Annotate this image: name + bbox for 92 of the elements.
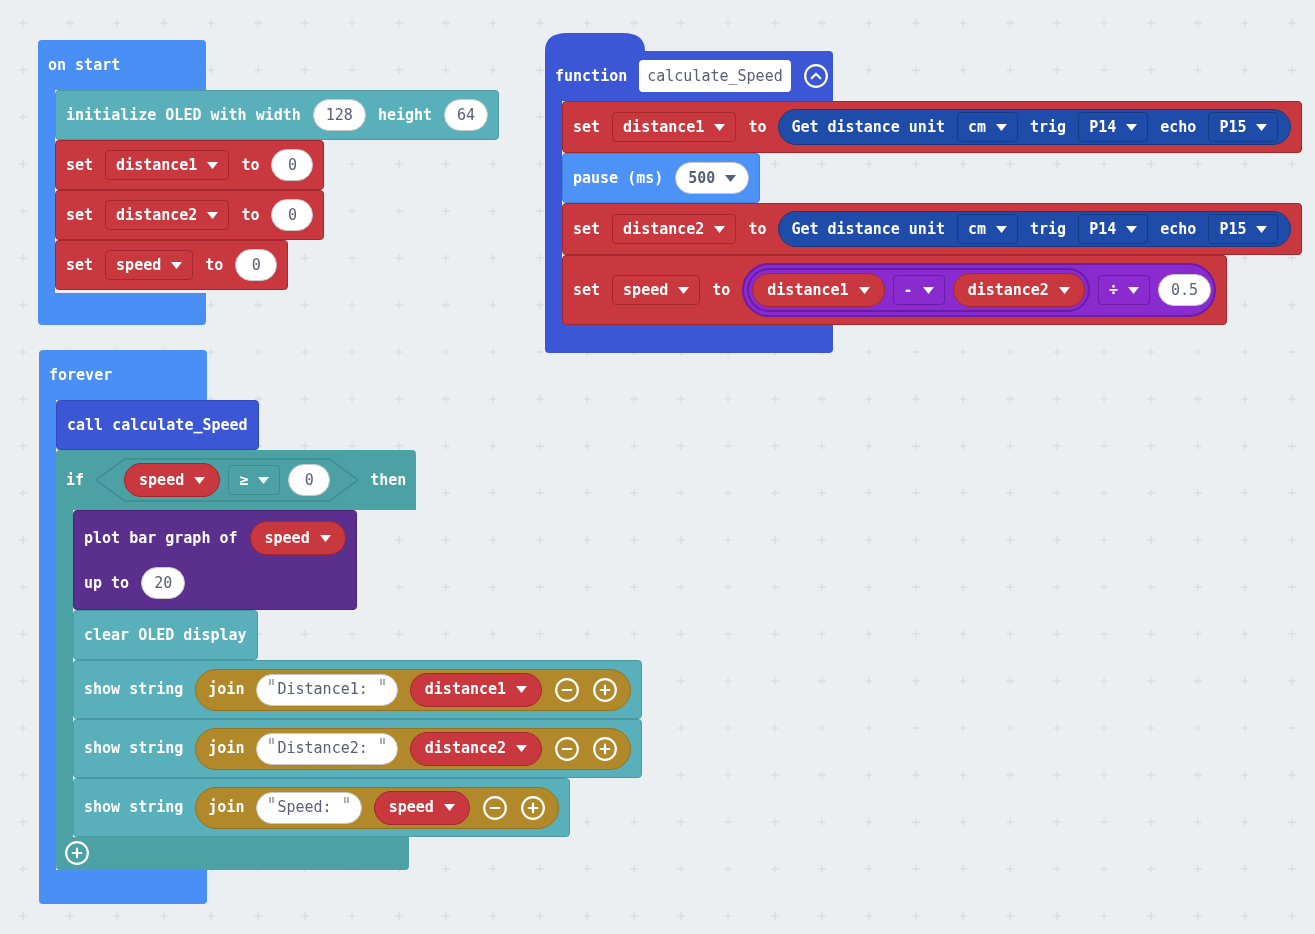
block-label: on start [48,54,121,76]
reporter-block [195,668,632,711]
block-label: Get distance unit [791,218,945,240]
statement-block [562,255,1228,325]
block-label: set [573,116,601,138]
block-label: join [208,797,245,819]
block-label: to [241,154,260,176]
text-field: calculate_Speed [639,60,791,92]
dropdown-field: cm [956,112,1019,142]
block-label: up to [84,572,130,594]
block-label: show string [84,679,184,701]
block-label: to [748,218,767,240]
block-label: if [66,469,85,491]
dropdown-field: P14 [1078,214,1149,244]
block-label: plot bar graph of [84,527,238,549]
block-label: function [555,65,628,87]
statement-block [55,240,289,290]
block-label: to [241,204,260,226]
block-label: set [66,204,94,226]
block-label: join [208,679,245,701]
block-label: Get distance unit [791,116,945,138]
block-label: echo [1160,218,1197,240]
block-label: to [205,254,224,276]
statement-block [55,90,500,140]
block-label: join [208,738,245,760]
statement-block [562,101,1303,153]
variable-pill: speed [373,790,470,825]
block-label: pause (ms) [573,167,664,189]
statement-block [73,719,643,778]
statement-block [73,660,643,719]
variable-pill: speed [249,521,346,555]
dropdown-field: P15 [1208,214,1279,244]
block-label: set [573,218,601,240]
block-label: echo [1160,116,1197,138]
reporter-block [778,109,1292,145]
dropdown-field: ÷ [1097,275,1150,305]
variable-pill: distance1 [752,273,885,307]
dropdown-field: distance2 [105,200,230,230]
reporter-block [195,727,632,770]
block-label: set [66,154,94,176]
text-field: Distance1: [256,673,398,706]
dropdown-field: P15 [1208,112,1279,142]
dropdown-field: P14 [1078,112,1149,142]
reporter-block [778,211,1292,247]
statement-block [55,140,325,190]
dropdown-field: speed [612,275,701,305]
block-label: set [66,254,94,276]
number-field: 128 [312,99,366,131]
block-label: to [748,116,767,138]
statement-block [73,610,258,660]
number-dropdown: 500 [675,162,750,194]
block-label: height [377,104,433,126]
block-label: show string [84,738,184,760]
dropdown-field: - [892,275,945,305]
block-label: then [370,469,407,491]
reporter-block [195,786,559,829]
number-field: 0 [271,199,314,231]
dropdown-field: cm [956,214,1019,244]
dropdown-field: distance1 [105,150,230,180]
math-block [742,263,1217,317]
block-label: call calculate_Speed [67,414,248,436]
statement-block [55,190,325,240]
number-field: 0 [271,149,314,181]
statement-block [562,153,761,203]
number-field: 20 [141,567,186,599]
dropdown-field: distance1 [612,112,737,142]
statement-block [73,510,357,610]
variable-pill: distance2 [952,273,1085,307]
block-label: forever [49,364,113,386]
block-label: show string [84,797,184,819]
block-label: trig [1030,116,1067,138]
block-label: set [573,279,601,301]
block-label: initialize OLED with width [66,104,301,126]
variable-pill: speed [124,463,221,497]
math-block [747,268,1090,312]
number-field: 0 [235,249,278,281]
dropdown-field: speed [105,250,194,280]
block-label: to [712,279,731,301]
statement-block [562,203,1303,255]
variable-pill: distance1 [409,672,543,707]
dropdown-field: ≥ [228,465,281,495]
variable-pill: distance2 [409,731,543,766]
event-block [38,40,206,325]
number-field: 64 [444,99,489,131]
block-label: clear OLED display [84,624,247,646]
statement-block [73,778,570,837]
number-field: 0.5 [1157,274,1212,306]
block-label: trig [1030,218,1067,240]
text-field: Speed: [256,791,362,824]
text-field: Distance2: [256,732,398,765]
dropdown-field: distance2 [612,214,737,244]
statement-block [56,400,259,450]
